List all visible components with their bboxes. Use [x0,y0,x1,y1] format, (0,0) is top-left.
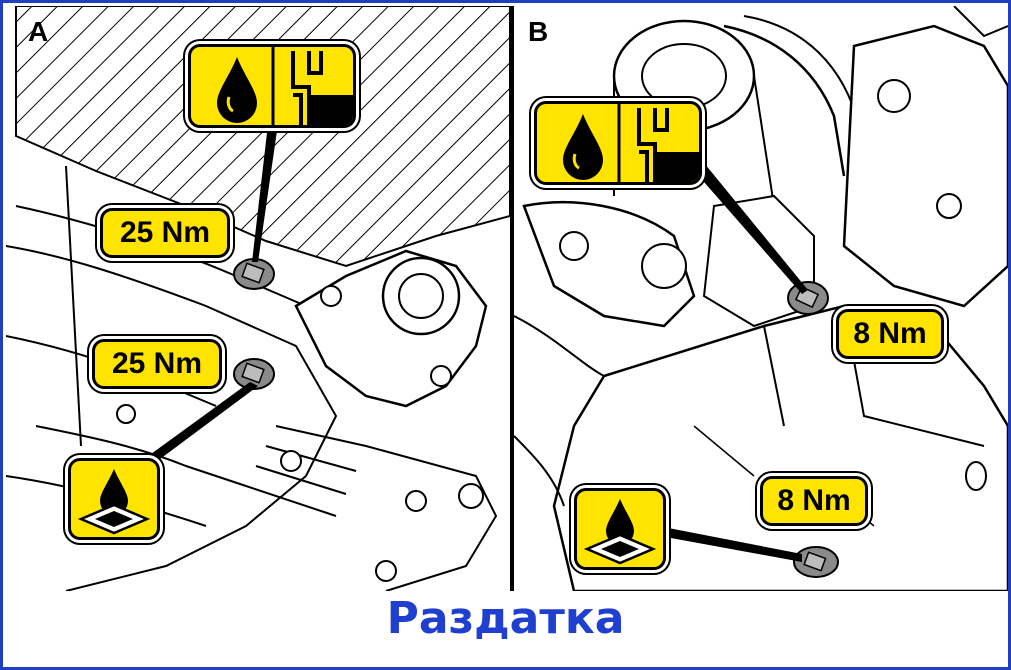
panel-b-illustration [514,6,1008,591]
leader-line [690,158,808,294]
panel-a-illustration [6,6,510,591]
drain-plug-a [233,358,275,390]
torque-label: 25 Nm [100,208,230,258]
torque-label: 8 Nm [836,309,944,359]
panel-letter: B [528,16,549,47]
leader-line [252,124,278,262]
drain-plug-b [793,546,839,578]
filler-plug-b [787,281,829,315]
filler-plug-a [233,258,275,290]
panel-letter: A [28,16,49,47]
oil-drain-icon [68,458,160,540]
oil-filler-icon [534,101,702,185]
oil-filler-icon [188,44,356,128]
panel-a: A 25 Nm 25 Nm [6,6,510,591]
oil-drain-icon [574,488,666,570]
panel-divider [510,6,514,591]
torque-label: 25 Nm [92,339,222,389]
torque-label: 8 Nm [760,476,868,526]
leader-line [658,526,802,562]
panel-b: B 8 Nm 8 Nm [514,6,1008,591]
leader-line [140,382,258,468]
hatched-housing [15,6,510,268]
diagram-caption: Раздатка [386,593,625,644]
